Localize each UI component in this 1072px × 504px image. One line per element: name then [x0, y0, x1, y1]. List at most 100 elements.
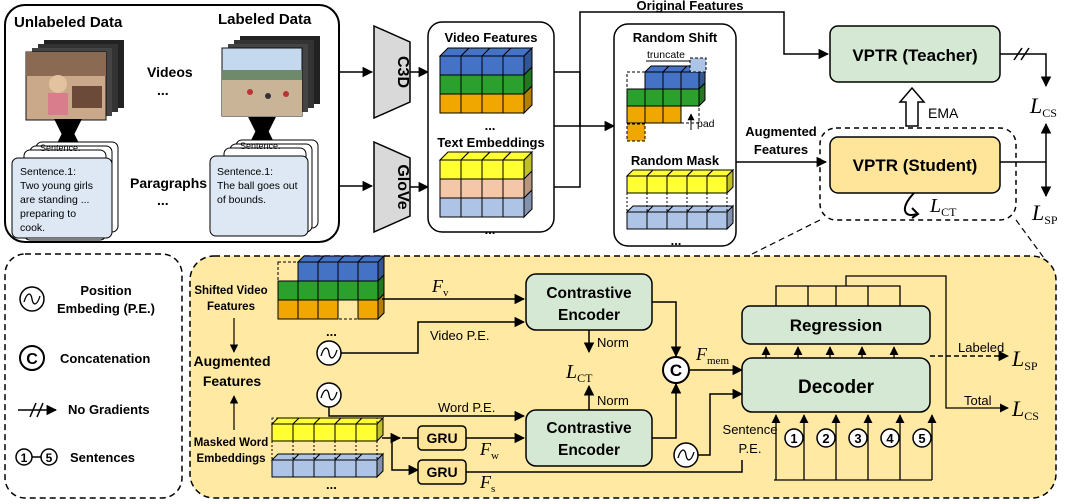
voxel-cell	[297, 261, 319, 282]
voxel-cell	[313, 459, 336, 478]
fmem-label: Fmem	[695, 344, 729, 367]
voxel-cell	[277, 299, 299, 320]
voxel-cell	[626, 105, 646, 124]
detail-augmented-label-2: Features	[203, 373, 262, 389]
svg-text:Sentence.: Sentence.	[40, 143, 81, 153]
concat-node: C	[662, 356, 690, 384]
norm-label-bottom: Norm	[597, 393, 629, 408]
voxel-cell	[502, 93, 525, 114]
voxel-cell	[686, 211, 708, 230]
paragraphs-ellipsis: ...	[157, 192, 169, 208]
voxel-cell	[626, 88, 646, 107]
labeled-paragraph-cards: Sentence. Sentence.1: The ball goes out …	[209, 139, 319, 237]
voxel-cell	[439, 178, 462, 199]
voxel-cell	[481, 159, 504, 180]
ema-arrow	[898, 86, 926, 127]
word-pe-label: Word P.E.	[438, 400, 495, 415]
decoder-label: Decoder	[798, 377, 875, 398]
voxel-cell	[481, 93, 504, 114]
svg-text:C: C	[26, 351, 38, 368]
sentence-number-circle	[880, 428, 900, 448]
sentence-number-circle	[784, 428, 804, 448]
voxel-cell	[271, 423, 294, 442]
labeled-video-frames	[221, 36, 320, 117]
pe-legend-icon	[19, 286, 45, 312]
word-pe-icon	[316, 382, 342, 408]
no-gradients-legend-icon	[18, 402, 58, 418]
random-mask-ellipsis: ...	[671, 233, 682, 248]
voxel-cell	[439, 93, 462, 114]
shifted-video-label-2: Features	[207, 301, 255, 313]
vptr-student-label: VPTR (Student)	[853, 156, 978, 175]
c3d-encoder: C3D	[373, 24, 411, 120]
padded-cell	[626, 123, 646, 142]
voxel-cell	[460, 159, 483, 180]
voxel-cell	[292, 459, 315, 478]
loss-sp-top: LSP	[1031, 200, 1058, 227]
voxel-cell	[646, 211, 668, 230]
voxel-cell	[706, 175, 728, 194]
loss-ct-detail: LCT	[565, 361, 593, 385]
video-pe-icon	[316, 340, 342, 366]
voxel-cell	[439, 197, 462, 218]
detail-video-ellipsis: ...	[326, 324, 337, 339]
sentences-legend-icon: 1 5	[15, 448, 58, 466]
paragraphs-label: Paragraphs	[130, 175, 207, 191]
svg-text:GRU: GRU	[426, 464, 457, 480]
voxel-cell	[317, 280, 339, 301]
fv-label: Fv	[431, 276, 449, 299]
sentence-number-circle	[912, 428, 932, 448]
concat-legend-icon: C	[19, 345, 45, 371]
legend-pe-line2: Embeding (P.E.)	[57, 301, 155, 316]
voxel-cell	[357, 261, 379, 282]
voxel-side	[523, 84, 533, 115]
no-grad-mark-1	[1013, 47, 1023, 61]
legend-no-grad-label: No Gradients	[68, 402, 150, 417]
voxel-cell	[680, 88, 700, 107]
svg-text:Encoder: Encoder	[558, 307, 620, 324]
voxel-cell	[644, 71, 664, 90]
sentence-number-circle	[848, 428, 868, 448]
random-mask-block	[625, 168, 735, 231]
sentence-pe-arrow	[698, 388, 744, 456]
svg-text:Sentence.: Sentence.	[240, 141, 281, 151]
legend-panel	[4, 253, 183, 499]
svg-text:of bounds.: of bounds.	[217, 194, 266, 206]
original-features-label: Original Features	[637, 0, 744, 13]
voxel-cell	[481, 197, 504, 218]
voxel-cell	[355, 459, 378, 478]
sentence-pe-icon	[673, 442, 699, 468]
ct-loop-arrow	[903, 192, 917, 216]
detail-augmented-label-1: Augmented	[194, 353, 271, 369]
svg-text:5: 5	[46, 451, 53, 465]
voxel-cell	[460, 197, 483, 218]
sentence-number-label: 2	[822, 431, 829, 446]
voxel-cell	[439, 55, 462, 76]
shifted-video-label-1: Shifted Video	[194, 285, 267, 297]
random-shift-block	[626, 57, 707, 142]
video-features-block	[438, 46, 534, 115]
voxel-cell	[277, 280, 299, 301]
voxel-cell	[626, 211, 648, 230]
voxel-side	[376, 416, 384, 443]
voxel-cell	[460, 178, 483, 199]
sentence-number-label: 5	[918, 431, 925, 446]
videos-label: Videos	[147, 64, 193, 80]
video-features-title: Video Features	[445, 30, 538, 45]
voxel-side	[377, 292, 385, 321]
voxel-cell	[317, 261, 339, 282]
decoder-box	[741, 357, 931, 413]
voxel-cell	[313, 423, 336, 442]
voxel-cell	[439, 74, 462, 95]
voxel-cell	[297, 299, 319, 320]
voxel-cell	[706, 211, 728, 230]
voxel-cell	[334, 423, 357, 442]
masked-word-label-1: Masked Word	[194, 437, 269, 449]
fs-line	[466, 460, 743, 473]
text-feat-line	[554, 126, 581, 188]
voxel-cell	[644, 105, 664, 124]
sentence-number-circle	[816, 428, 836, 448]
legend-pe-line1: Position	[80, 283, 131, 298]
voxel-cell	[644, 88, 664, 107]
